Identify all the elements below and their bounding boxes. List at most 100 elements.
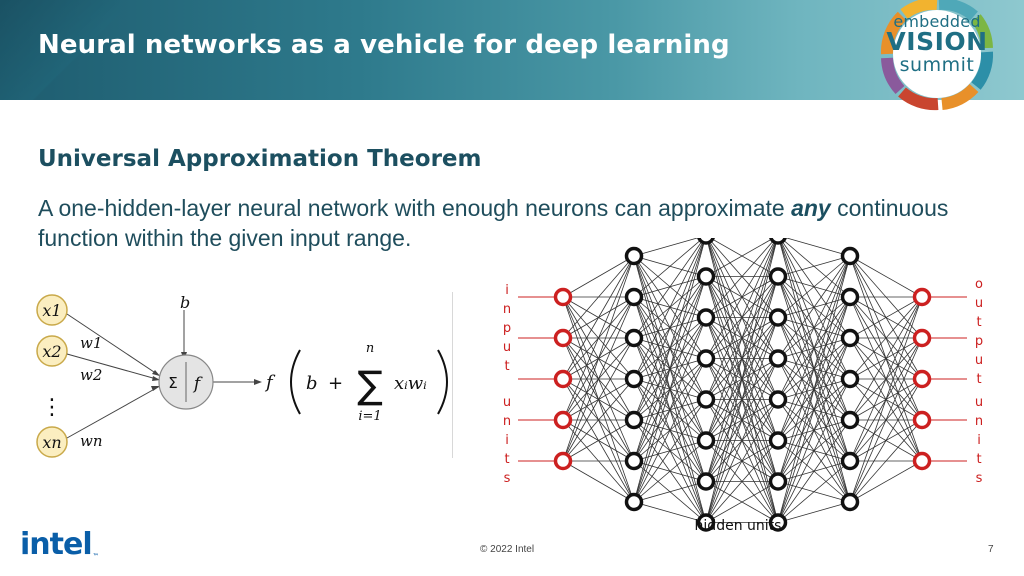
- output-unit-node: [912, 328, 932, 348]
- network-edge: [777, 255, 851, 482]
- network-edge: [562, 255, 635, 462]
- formula-plus: +: [328, 373, 343, 394]
- logo-text-summit: summit: [899, 54, 975, 76]
- formula-sum-upper: n: [366, 341, 374, 356]
- hidden-unit-node: [624, 410, 644, 430]
- hidden-unit-node: [840, 287, 860, 307]
- network-edge: [705, 440, 779, 523]
- output-unit-node: [912, 369, 932, 389]
- hidden-unit-node: [624, 451, 644, 471]
- output-unit-node: [912, 451, 932, 471]
- network-edge: [849, 460, 923, 503]
- network-edge: [777, 337, 851, 523]
- network-edge: [777, 378, 851, 523]
- network-edge: [633, 238, 699, 257]
- hidden-unit-node: [769, 238, 787, 245]
- formula-sum: ∑: [357, 363, 383, 407]
- hidden-unit-node: [624, 246, 644, 266]
- hidden-unit-node: [840, 492, 860, 512]
- network-edge: [562, 255, 635, 380]
- network-edge: [705, 238, 778, 441]
- network-edge: [633, 501, 707, 523]
- network-edge: [633, 238, 706, 380]
- input-x1: x1: [42, 301, 61, 320]
- formula-term: xᵢwᵢ: [394, 373, 427, 394]
- network-edge: [633, 276, 707, 503]
- hidden-unit-node: [768, 431, 788, 450]
- network-edge: [849, 378, 923, 503]
- hidden-unit-node: [768, 349, 788, 368]
- sum-symbol: Σ: [168, 374, 177, 392]
- hidden-unit-node: [624, 328, 644, 348]
- hidden-unit-node: [768, 472, 788, 491]
- page-number: 7: [988, 544, 994, 555]
- body-text-end: continuous function within the given inp…: [38, 195, 949, 251]
- diagram-separator: [452, 292, 453, 458]
- intel-logo-text: intel: [20, 527, 93, 562]
- network-edge: [705, 238, 778, 523]
- network-edge: [562, 378, 635, 462]
- network-edge: [777, 255, 851, 400]
- hidden-units-label: hidden units: [695, 518, 782, 534]
- activation-symbol: f: [192, 374, 203, 394]
- bias-label: b: [180, 293, 190, 312]
- network-edge: [633, 238, 706, 503]
- hidden-unit-node: [696, 472, 716, 491]
- network-edge: [705, 358, 779, 523]
- weight-w2: w2: [80, 366, 102, 384]
- body-text-start: A one-hidden-layer neural network with e…: [38, 195, 792, 221]
- network-edge: [633, 238, 706, 462]
- network-edge: [849, 296, 923, 421]
- network-edge: [777, 255, 851, 359]
- input-nodes: [36, 294, 68, 458]
- network-edge: [562, 255, 635, 421]
- hidden-unit-node: [624, 287, 644, 307]
- network-edge: [633, 481, 707, 503]
- output-unit-node: [912, 287, 932, 307]
- network-edge: [705, 276, 779, 523]
- network-edge: [633, 358, 707, 503]
- network-edge: [849, 296, 923, 503]
- network-edge: [705, 481, 779, 523]
- logo-text-vision: VISION: [886, 27, 988, 56]
- slide-title: Neural networks as a vehicle for deep le…: [38, 30, 730, 60]
- network-edge: [777, 255, 851, 523]
- network-edge: [777, 460, 851, 523]
- input-unit-node: [553, 328, 573, 348]
- input-ellipsis: ⋮: [41, 395, 63, 420]
- hidden-unit-node: [624, 492, 644, 512]
- hidden-unit-node: [840, 451, 860, 471]
- network-edge: [849, 337, 923, 503]
- hidden-unit-node: [624, 369, 644, 389]
- formula-b: b: [306, 373, 318, 394]
- network-edge: [562, 419, 635, 462]
- network-edge: [849, 419, 923, 503]
- body-emphasis: any: [791, 195, 831, 221]
- network-edge: [562, 460, 635, 503]
- input-unit-node: [553, 287, 573, 307]
- weight-wn: wn: [80, 432, 103, 450]
- network-edge: [562, 337, 635, 462]
- hidden-unit-node: [696, 390, 716, 409]
- network-edge: [705, 238, 777, 318]
- hidden-unit-node: [696, 513, 716, 532]
- network-edge: [849, 296, 923, 339]
- output-unit-node: [912, 410, 932, 430]
- hidden-unit-node: [696, 349, 716, 368]
- hidden-unit-node: [697, 238, 715, 245]
- hidden-unit-node: [696, 267, 716, 286]
- header-decoration: [0, 0, 120, 100]
- weight-w1: w1: [80, 334, 102, 352]
- network-edge: [705, 238, 778, 359]
- network-edge: [705, 317, 779, 523]
- network-edge: [849, 255, 923, 298]
- network-edges: [518, 238, 967, 523]
- section-subtitle: Universal Approximation Theorem: [38, 146, 482, 172]
- network-edge: [705, 238, 778, 400]
- network-edge: [562, 296, 635, 462]
